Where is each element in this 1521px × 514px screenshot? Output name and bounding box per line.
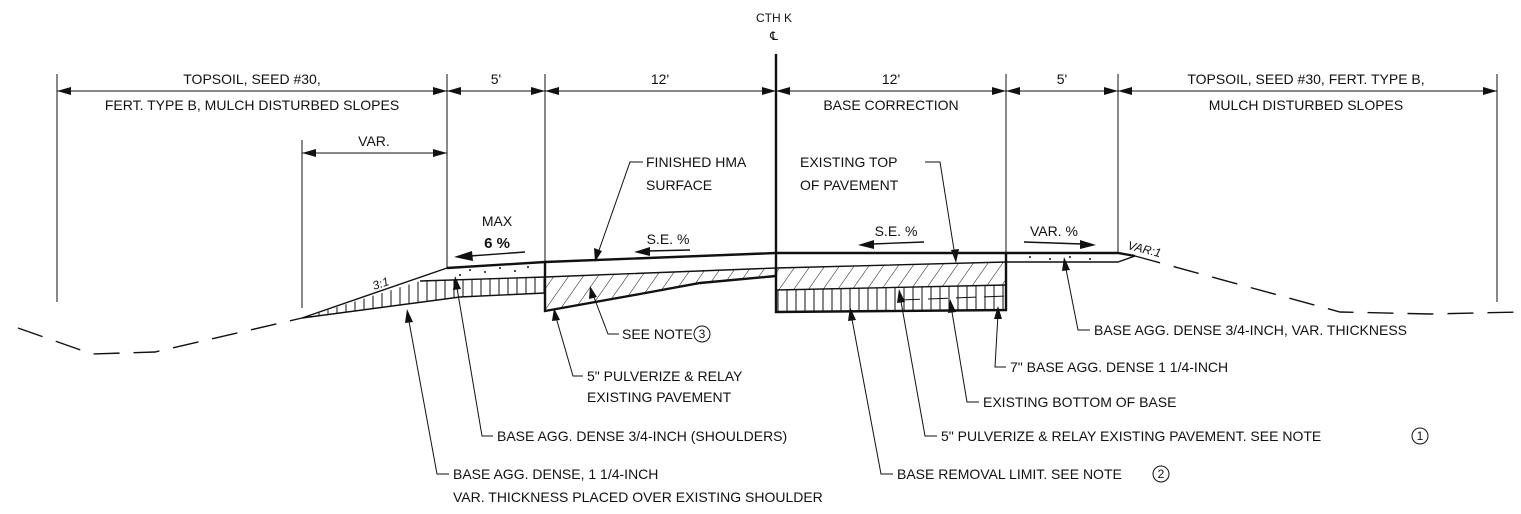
base-agg-shoulder-leader bbox=[405, 309, 449, 475]
existing-bottom-text: EXISTING BOTTOM OF BASE bbox=[983, 394, 1176, 410]
pulverize-left-leader bbox=[552, 308, 583, 377]
note-1-marker: 1 bbox=[1411, 427, 1429, 445]
pulverize-right-leader bbox=[897, 289, 937, 437]
route-label: CTH K bbox=[756, 11, 792, 25]
svg-text:2: 2 bbox=[1158, 467, 1165, 481]
left-shoulder-width: 5' bbox=[491, 71, 501, 87]
pulverize-right-text: 5" PULVERIZE & RELAY EXISTING PAVEMENT. … bbox=[941, 428, 1321, 444]
base-agg-var-leader bbox=[1062, 257, 1090, 331]
shoulder-aggregate bbox=[459, 256, 1091, 276]
note-2-marker: 2 bbox=[1152, 465, 1170, 483]
base-agg-shoulder-line2: VAR. THICKNESS PLACED OVER EXISTING SHOU… bbox=[453, 489, 823, 505]
see-note-3-leader bbox=[589, 286, 619, 335]
max-label: MAX bbox=[482, 213, 513, 229]
finished-hma-line2: SURFACE bbox=[646, 177, 712, 193]
pulverize-left-line2: EXISTING PAVEMENT bbox=[587, 389, 732, 405]
svg-text:1: 1 bbox=[1417, 429, 1424, 443]
max-slope-arrow bbox=[454, 251, 526, 261]
se-right-arrow bbox=[858, 240, 925, 249]
left-shoulder-base bbox=[302, 277, 545, 318]
var-pct-arrow bbox=[1023, 240, 1096, 249]
centerline-label: CTH K ℄ bbox=[756, 11, 792, 43]
fore-slope-label: 3:1 bbox=[371, 274, 391, 292]
base-removal-leader bbox=[848, 307, 893, 475]
existing-top-line1: EXISTING TOP bbox=[800, 154, 898, 170]
left-topsoil-line2: FERT. TYPE B, MULCH DISTURBED SLOPES bbox=[105, 97, 399, 113]
see-note-3-text: SEE NOTE bbox=[622, 326, 693, 342]
centerline-symbol: ℄ bbox=[769, 29, 778, 43]
shoulders-leader bbox=[453, 276, 493, 437]
se-left-label: S.E. % bbox=[647, 231, 690, 247]
base-agg-7in-leader bbox=[994, 306, 1006, 368]
existing-top-line2: OF PAVEMENT bbox=[800, 177, 899, 193]
se-left-arrow bbox=[634, 247, 691, 256]
pulverize-left-line1: 5" PULVERIZE & RELAY bbox=[587, 368, 743, 384]
svg-text:3: 3 bbox=[699, 327, 706, 341]
base-agg-7in-text: 7" BASE AGG. DENSE 1 1/4-INCH bbox=[1010, 359, 1228, 375]
existing-ground bbox=[17, 255, 1521, 355]
shoulders-text: BASE AGG. DENSE 3/4-INCH (SHOULDERS) bbox=[497, 428, 787, 444]
finished-hma-leader bbox=[594, 161, 643, 262]
right-topsoil-line2: MULCH DISTURBED SLOPES bbox=[1209, 97, 1403, 113]
extension-lines bbox=[56, 74, 1498, 308]
existing-top-leader bbox=[925, 161, 959, 263]
right-lane-sub: BASE CORRECTION bbox=[823, 97, 958, 113]
dimension-line bbox=[57, 87, 1497, 95]
max-slope-value: 6 % bbox=[484, 235, 510, 252]
se-right-label: S.E. % bbox=[875, 223, 918, 239]
note-3-marker: 3 bbox=[693, 325, 711, 343]
var-pct-label: VAR. % bbox=[1030, 223, 1078, 239]
existing-bottom-leader bbox=[948, 299, 979, 403]
base-agg-shoulder-line1: BASE AGG. DENSE, 1 1/4-INCH bbox=[453, 466, 658, 482]
left-topsoil-line1: TOPSOIL, SEED #30, bbox=[183, 71, 320, 87]
pavement-outline bbox=[301, 251, 1136, 319]
right-lane-width: 12' bbox=[882, 71, 900, 87]
right-topsoil-line1: TOPSOIL, SEED #30, FERT. TYPE B, bbox=[1187, 71, 1424, 87]
right-shoulder-width: 5' bbox=[1057, 71, 1067, 87]
left-lane-width: 12' bbox=[651, 71, 669, 87]
var-dimension-label: VAR. bbox=[358, 133, 390, 149]
right-lane-pulverize bbox=[776, 262, 1006, 290]
right-lane-base-agg bbox=[776, 285, 1006, 312]
base-agg-var-text: BASE AGG. DENSE 3/4-INCH, VAR. THICKNESS bbox=[1094, 322, 1407, 338]
finished-hma-line1: FINISHED HMA bbox=[646, 154, 747, 170]
base-removal-text: BASE REMOVAL LIMIT. SEE NOTE bbox=[897, 466, 1122, 482]
var-dimension bbox=[302, 149, 447, 157]
